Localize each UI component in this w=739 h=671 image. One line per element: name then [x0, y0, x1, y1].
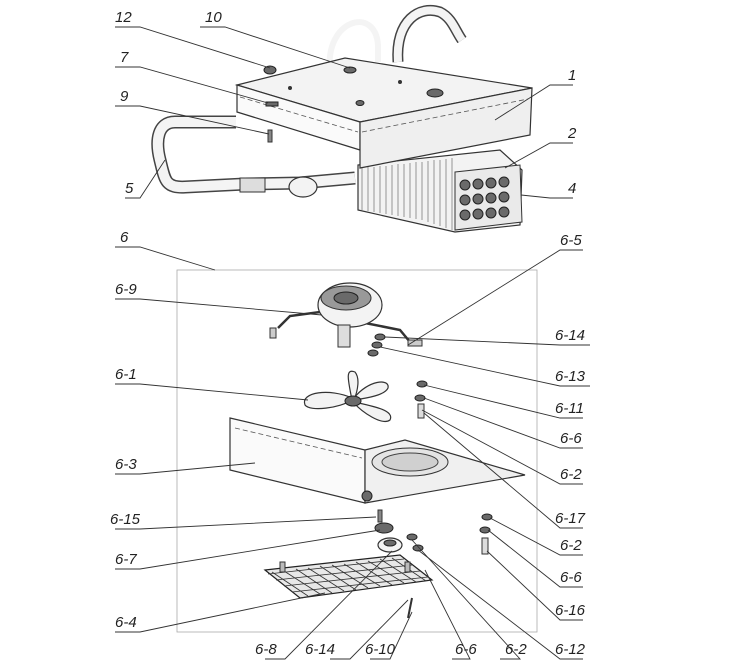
fan-blade	[303, 370, 392, 422]
shroud-fasteners	[374, 509, 493, 555]
label-6-5: 6-5	[560, 232, 582, 249]
label-6-2-c: 6-2	[505, 641, 527, 658]
label-7: 7	[120, 49, 129, 66]
label-6-2-b: 6-2	[560, 537, 582, 554]
label-6-14-bottom: 6-14	[305, 641, 335, 658]
label-9: 9	[120, 88, 129, 105]
label-6-6-b: 6-6	[560, 569, 582, 586]
top-fasteners	[263, 65, 279, 143]
label-10: 10	[205, 9, 222, 26]
label-6-3: 6-3	[115, 456, 137, 473]
label-6-9: 6-9	[115, 281, 137, 298]
label-6-10: 6-10	[365, 641, 396, 658]
label-6-14-top: 6-14	[555, 327, 585, 344]
label-6: 6	[120, 229, 129, 246]
coil-return-bends	[459, 176, 510, 221]
label-6-2-a: 6-2	[560, 466, 582, 483]
side-fasteners	[414, 380, 428, 419]
label-6-12: 6-12	[555, 641, 586, 658]
label-12: 12	[115, 9, 132, 26]
group-6-frame	[176, 269, 538, 633]
suction-pipe	[151, 115, 356, 198]
label-6-6-c: 6-6	[455, 641, 477, 658]
label-2: 2	[567, 125, 577, 142]
evaporator-coil	[357, 149, 523, 233]
label-6-8: 6-8	[255, 641, 277, 658]
label-6-15: 6-15	[110, 511, 141, 528]
callout-labels: 12 10 7 9 1 2 5 4 6 6-5 6-9 6-14 6-13 6-…	[110, 9, 586, 658]
fan-shroud	[229, 417, 526, 504]
label-4: 4	[568, 180, 576, 197]
label-6-11: 6-11	[555, 400, 584, 417]
label-6-16: 6-16	[555, 602, 586, 619]
housing-cover	[234, 57, 533, 169]
label-5: 5	[125, 180, 134, 197]
label-6-17: 6-17	[555, 510, 586, 527]
wire-grille	[263, 554, 434, 619]
top-pipes	[326, 4, 467, 71]
fan-motor	[269, 282, 423, 348]
coil-fins	[361, 158, 453, 230]
label-6-1: 6-1	[115, 366, 137, 383]
motor-screws	[367, 333, 386, 357]
leader-lines	[115, 26, 590, 660]
label-1: 1	[568, 67, 576, 84]
label-6-6-a: 6-6	[560, 430, 582, 447]
label-6-7: 6-7	[115, 551, 137, 568]
label-6-4: 6-4	[115, 614, 137, 631]
label-6-13: 6-13	[555, 368, 586, 385]
